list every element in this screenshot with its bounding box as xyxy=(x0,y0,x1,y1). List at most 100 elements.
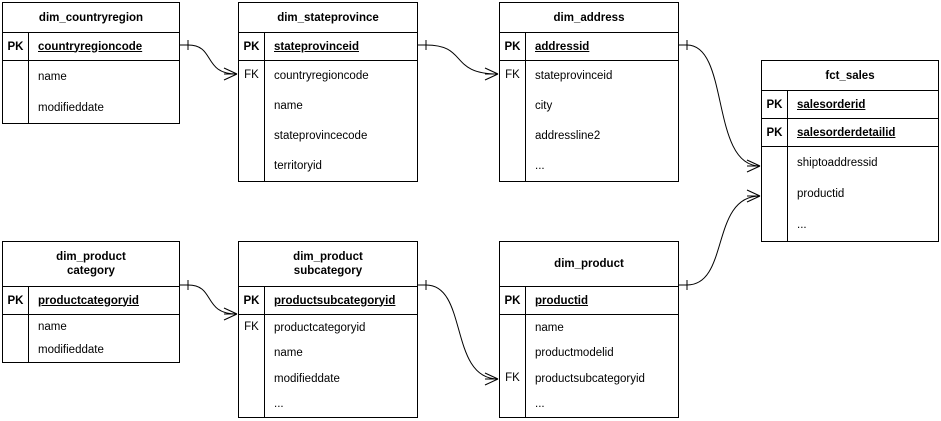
attribute-row[interactable]: name xyxy=(535,321,564,334)
cardinality-many-upper-stateprovince-address xyxy=(484,67,499,75)
attribute-row[interactable]: ... xyxy=(535,398,545,411)
attribute-row[interactable]: territoryid xyxy=(274,160,322,172)
attribute-block-dim_address: FK stateprovinceid city addressline2... xyxy=(500,61,678,181)
attribute-row[interactable]: stateprovinceid xyxy=(535,70,613,82)
connector-line-product-sales xyxy=(686,195,761,286)
cardinality-many-lower-address-sales xyxy=(746,165,761,173)
attribute-row[interactable]: name xyxy=(38,320,67,333)
foreign-key-badge: FK xyxy=(505,69,520,81)
connector-line-stateprovince-address xyxy=(425,44,499,75)
attribute-block-dim_product: FK name productmodelid productsubcategoryid… xyxy=(500,315,678,417)
key-row-dim_stateprovince-stateprovinceid[interactable]: PK stateprovinceid xyxy=(239,33,417,61)
attribute-row[interactable]: modifieddate xyxy=(38,344,104,357)
entity-rows-dim_productcategory: PK productcategoryid name modifieddate xyxy=(3,287,179,362)
entity-title-dim_productcategory: dim_product category xyxy=(3,242,179,287)
key-badge: PK xyxy=(239,33,265,60)
attribute-row[interactable]: productmodelid xyxy=(535,347,614,360)
attribute-row[interactable]: productsubcategoryid xyxy=(535,372,645,385)
entity-title-fct_sales: fct_sales xyxy=(762,61,938,91)
connector-line-subcategory-product xyxy=(425,284,499,380)
attribute-row[interactable]: addressline2 xyxy=(535,130,601,142)
cardinality-many-upper-subcategory-product xyxy=(484,372,499,380)
cardinality-many-lower-countryregion-stateprovince xyxy=(223,73,238,81)
attribute-row[interactable]: stateprovincecode xyxy=(274,130,368,142)
field-name: salesorderdetailid xyxy=(797,126,896,139)
cardinality-many-lower-product-sales xyxy=(746,195,761,203)
foreign-key-badge: FK xyxy=(505,371,520,384)
key-badge: PK xyxy=(3,287,29,314)
field-name: productcategoryid xyxy=(38,294,139,307)
attribute-list: name modifieddate xyxy=(29,315,179,362)
attribute-list: countryregioncode name stateprovincecode te… xyxy=(265,61,417,181)
cardinality-many-lower-subcategory-product xyxy=(484,378,499,386)
cardinality-many-upper-product-sales xyxy=(746,189,761,197)
field-name: stateprovinceid xyxy=(274,40,359,53)
entity-title-dim_productsubcategory: dim_product subcategory xyxy=(239,242,417,287)
field-name: addressid xyxy=(535,40,590,53)
key-gutter: FK xyxy=(500,315,526,417)
attribute-row[interactable]: ... xyxy=(274,398,284,411)
attribute-block-dim_countryregion: name modifieddate xyxy=(3,61,179,123)
attribute-row[interactable]: modifieddate xyxy=(274,372,340,385)
entity-title-dim_stateprovince: dim_stateprovince xyxy=(239,3,417,33)
field-name: countryregioncode xyxy=(38,40,143,53)
attribute-list: name productmodelid productsubcategoryid..… xyxy=(526,315,678,417)
field-name: productsubcategoryid xyxy=(274,294,396,307)
key-badge: PK xyxy=(3,33,29,60)
field-name: productid xyxy=(535,294,589,307)
cardinality-many-upper-productcategory-subcategory xyxy=(223,307,238,315)
key-gutter xyxy=(762,147,788,241)
attribute-row[interactable]: productid xyxy=(797,187,845,200)
key-row-dim_productcategory-productcategoryid[interactable]: PK productcategoryid xyxy=(3,287,179,315)
foreign-key-badge: FK xyxy=(244,69,259,81)
attribute-list: name modifieddate xyxy=(29,61,179,123)
key-badge: PK xyxy=(500,33,526,60)
attribute-row[interactable]: ... xyxy=(797,219,807,232)
cardinality-many-lower-productcategory-subcategory xyxy=(223,313,238,321)
attribute-list: shiptoaddressid productid... xyxy=(788,147,938,241)
attribute-row[interactable]: name xyxy=(274,347,303,360)
attribute-row[interactable]: name xyxy=(38,70,67,83)
key-gutter xyxy=(3,315,29,362)
attribute-block-dim_productsubcategory: FK productcategoryid name modifieddate... xyxy=(239,315,417,417)
key-row-fct_sales-salesorderdetailid[interactable]: PK salesorderdetailid xyxy=(762,119,938,147)
key-badge: PK xyxy=(500,287,526,314)
cardinality-many-upper-address-sales xyxy=(746,159,761,167)
attribute-row[interactable]: countryregioncode xyxy=(274,70,369,82)
connector-line-productcategory-subcategory xyxy=(187,284,238,315)
attribute-block-fct_sales: shiptoaddressid productid... xyxy=(762,147,938,241)
key-row-dim_product-productid[interactable]: PK productid xyxy=(500,287,678,315)
key-row-dim_address-addressid[interactable]: PK addressid xyxy=(500,33,678,61)
attribute-row[interactable]: name xyxy=(274,100,303,112)
key-gutter: FK xyxy=(239,61,265,181)
attribute-row[interactable]: city xyxy=(535,100,553,112)
connector-line-countryregion-stateprovince xyxy=(187,44,238,75)
key-row-dim_countryregion-countryregioncode[interactable]: PK countryregioncode xyxy=(3,33,179,61)
key-gutter xyxy=(3,61,29,123)
attribute-list: stateprovinceid city addressline2... xyxy=(526,61,678,181)
connector-line-address-sales xyxy=(686,44,761,167)
key-gutter: FK xyxy=(239,315,265,417)
attribute-row[interactable]: productcategoryid xyxy=(274,321,366,334)
attribute-row[interactable]: modifieddate xyxy=(38,101,104,114)
entity-title-dim_countryregion: dim_countryregion xyxy=(3,3,179,33)
key-badge: PK xyxy=(762,119,788,146)
attribute-row[interactable]: shiptoaddressid xyxy=(797,156,878,169)
attribute-row[interactable]: ... xyxy=(535,160,545,172)
foreign-key-badge: FK xyxy=(244,320,259,333)
